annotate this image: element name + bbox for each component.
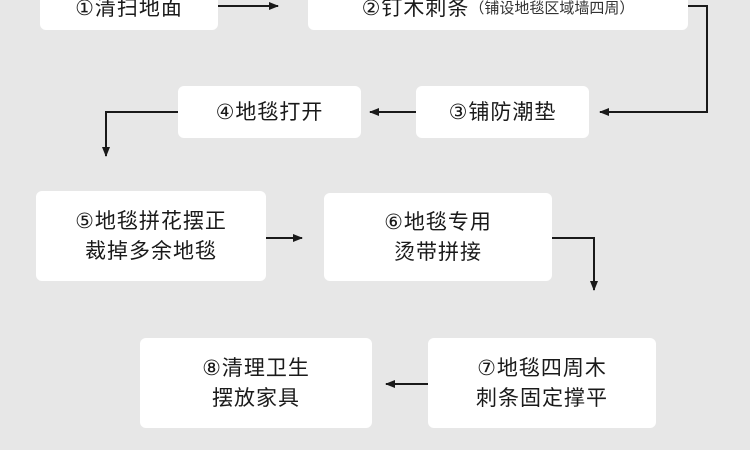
step-4-number: ④	[215, 100, 236, 124]
step-6-line-2: 烫带拼接	[394, 240, 482, 264]
step-8-line-1: 清理卫生	[221, 356, 310, 380]
step-1-number: ①	[75, 0, 95, 20]
step-6-line-1: 地毯专用	[403, 210, 492, 234]
step-7-line-1: 地毯四周木	[496, 356, 607, 380]
step-2-number: ②	[361, 0, 382, 20]
step-3-line-1: 铺防潮垫	[468, 100, 557, 124]
step-3-number: ③	[448, 100, 469, 124]
step-5-number: ⑤	[75, 209, 95, 233]
step-5-line-1: 地毯拼花摆正	[94, 209, 227, 233]
step-6-number: ⑥	[384, 210, 404, 234]
step-7-number: ⑦	[477, 356, 497, 380]
step-7-line-2: 刺条固定撑平	[476, 386, 608, 410]
step-8-line-2: 摆放家具	[212, 386, 300, 410]
step-1-line-1: 清扫地面	[94, 0, 183, 20]
arrow-2-to-3	[599, 5, 708, 116]
arrow-6-to-7	[552, 237, 598, 291]
step-4-line-1: 地毯打开	[235, 100, 324, 124]
step-2-note: （铺设地毯区域墙四周）	[469, 0, 635, 17]
step-2-line-1: 钉木刺条	[381, 0, 470, 20]
step-8-number: ⑧	[202, 356, 222, 380]
step-5-line-2: 裁掉多余地毯	[85, 239, 217, 263]
arrow-4-to-5	[102, 111, 178, 157]
